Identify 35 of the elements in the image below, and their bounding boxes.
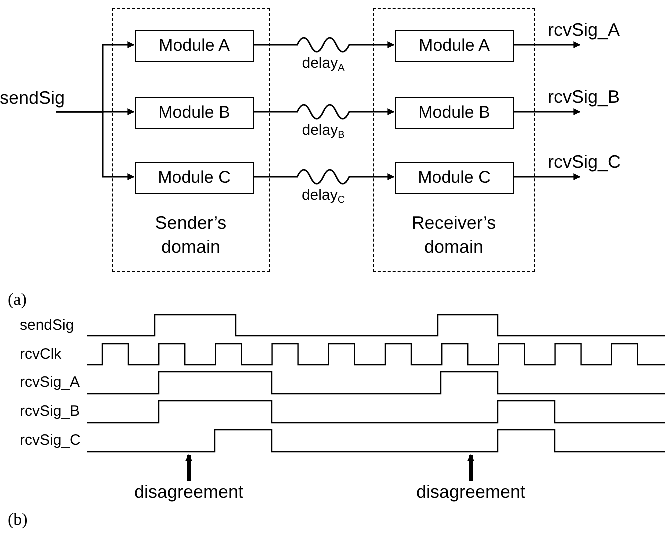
module-box: Module B bbox=[135, 97, 254, 129]
module-box: Module A bbox=[135, 30, 254, 62]
signal-label: sendSig bbox=[20, 316, 74, 336]
module-box: Module C bbox=[395, 162, 514, 194]
panel-label: (a) bbox=[8, 290, 27, 310]
panel-label: (b) bbox=[8, 510, 28, 530]
signal-arrow bbox=[253, 37, 395, 53]
signal-name: rcvSig_B bbox=[548, 86, 648, 112]
edge-label: delay$_{B}$ bbox=[301, 122, 346, 140]
signal-arrow bbox=[513, 174, 581, 180]
signal-name: disagreement bbox=[134, 481, 244, 503]
signal-name: rcvSig_A bbox=[548, 19, 648, 45]
signal-label: rcvSig_B bbox=[20, 402, 80, 422]
module-box: Module A bbox=[395, 30, 514, 62]
module-box: Module B bbox=[395, 97, 514, 129]
edge-label: delay$_{A}$ bbox=[301, 55, 346, 73]
signal-name: sendSig bbox=[0, 87, 100, 112]
signal-arrow bbox=[253, 104, 395, 120]
signal-arrow bbox=[513, 42, 581, 48]
signal-arrow bbox=[513, 108, 581, 116]
signal-label: rcvSig_A bbox=[20, 373, 80, 393]
signal-name: disagreement bbox=[416, 481, 526, 503]
signal-name: rcvSig_C bbox=[548, 151, 648, 177]
signal-arrow bbox=[56, 111, 135, 180]
pointer-arrow bbox=[468, 454, 474, 481]
domain-label: Receiver’s domain bbox=[410, 212, 498, 259]
edge-label: delay$_{C}$ bbox=[300, 187, 346, 205]
module-box: Module C bbox=[135, 162, 254, 194]
dashed-domain-boundary bbox=[373, 8, 535, 272]
signal-label: rcvClk bbox=[20, 345, 62, 365]
domain-label: Sender’s domain bbox=[154, 212, 228, 259]
signal-label: rcvSig_C bbox=[20, 431, 81, 451]
dashed-domain-boundary bbox=[112, 8, 270, 272]
signal-arrow bbox=[253, 169, 395, 185]
pointer-arrow bbox=[186, 454, 192, 481]
